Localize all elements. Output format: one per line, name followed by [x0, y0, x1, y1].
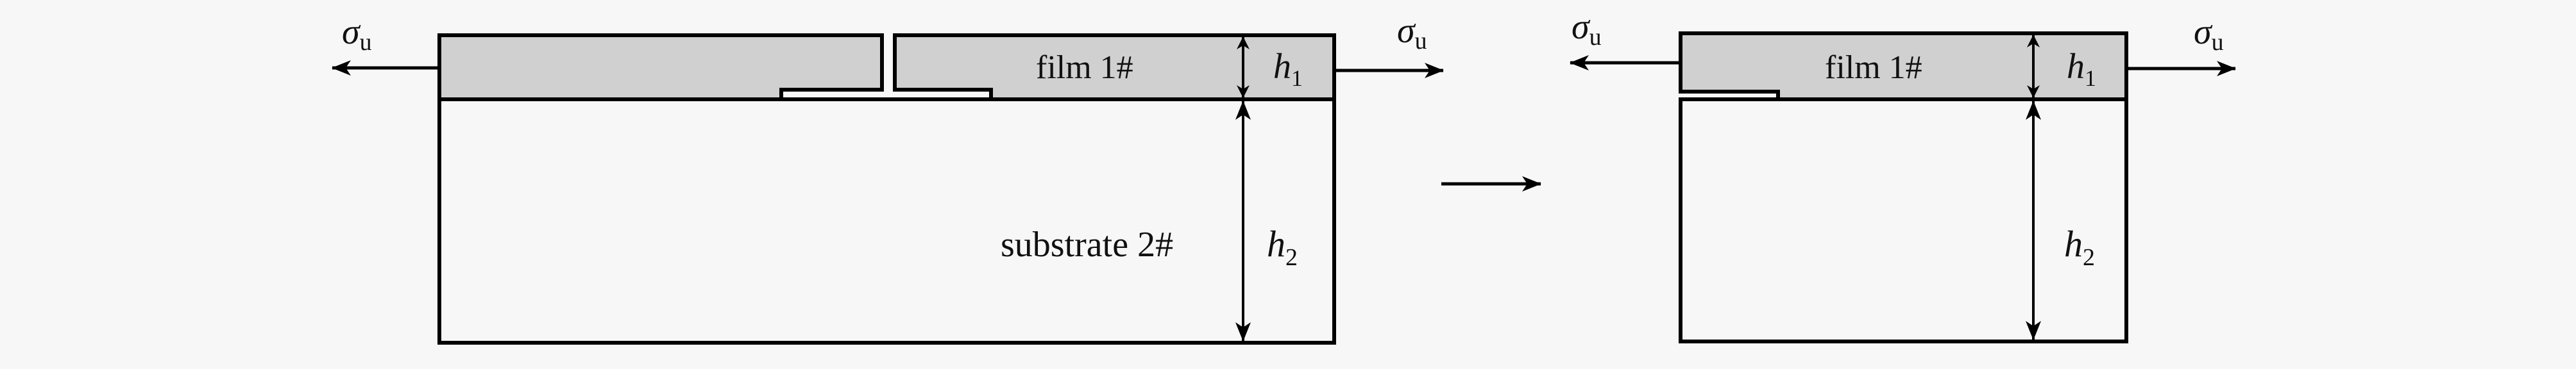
left-diagram: film 1# h1 substrate 2# h2 σu σu [332, 11, 1444, 345]
left-substrate-label: substrate 2# [1001, 225, 1173, 265]
left-h1-label: h1 [1273, 47, 1303, 91]
right-substrate [1679, 97, 2128, 343]
left-film-label: film 1# [1036, 49, 1133, 86]
right-stress-label-right: σu [2194, 12, 2224, 56]
left-substrate [437, 97, 1336, 345]
right-h1-label: h1 [2067, 47, 2096, 91]
left-h2-label: h2 [1267, 223, 1298, 271]
left-film-segment-a [437, 33, 884, 101]
right-stress-label-left: σu [1572, 7, 1602, 51]
left-stress-label-left: σu [342, 12, 372, 56]
right-film-label: film 1# [1825, 49, 1922, 86]
right-diagram: film 1# h1 h2 σu σu [1570, 7, 2236, 343]
right-h2-label: h2 [2064, 223, 2095, 271]
left-stress-label-right: σu [1397, 11, 1427, 54]
